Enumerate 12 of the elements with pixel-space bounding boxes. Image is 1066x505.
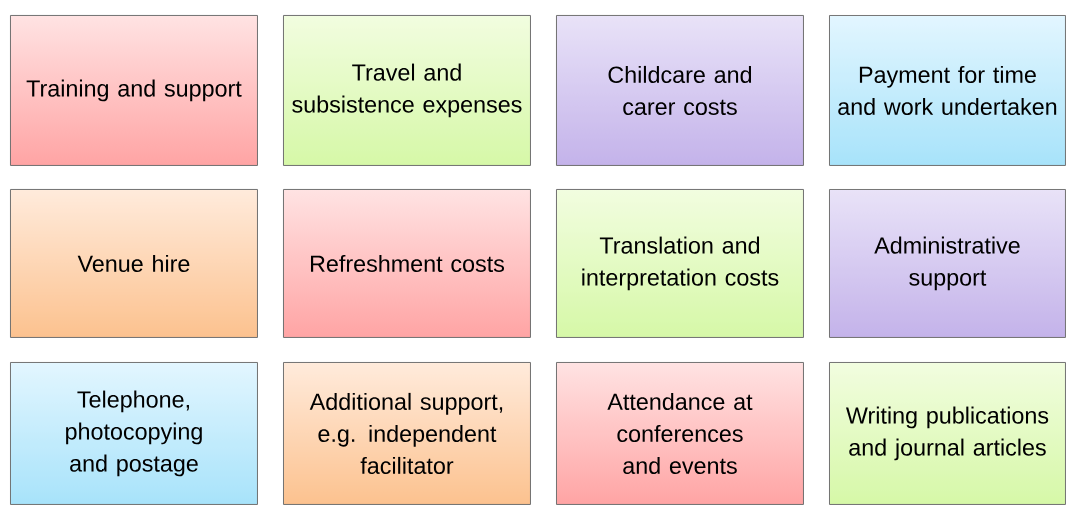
cost-box: Attendance at conferences and events: [556, 362, 804, 505]
cost-box: Payment for time and work undertaken: [829, 15, 1066, 166]
cost-box: Refreshment costs: [283, 189, 531, 338]
cost-box: Telephone, photocopying and postage: [10, 362, 258, 505]
cost-box: Venue hire: [10, 189, 258, 338]
cost-box: Childcare and carer costs: [556, 15, 804, 166]
cost-box: Training and support: [10, 15, 258, 166]
cost-box: Additional support, e.g. independent facilitator: [283, 362, 531, 505]
cost-box: Translation and interpretation costs: [556, 189, 804, 338]
cost-box: Travel and subsistence expenses: [283, 15, 531, 166]
cost-box: Administrative support: [829, 189, 1066, 338]
cost-box: Writing publications and journal articles: [829, 362, 1066, 505]
